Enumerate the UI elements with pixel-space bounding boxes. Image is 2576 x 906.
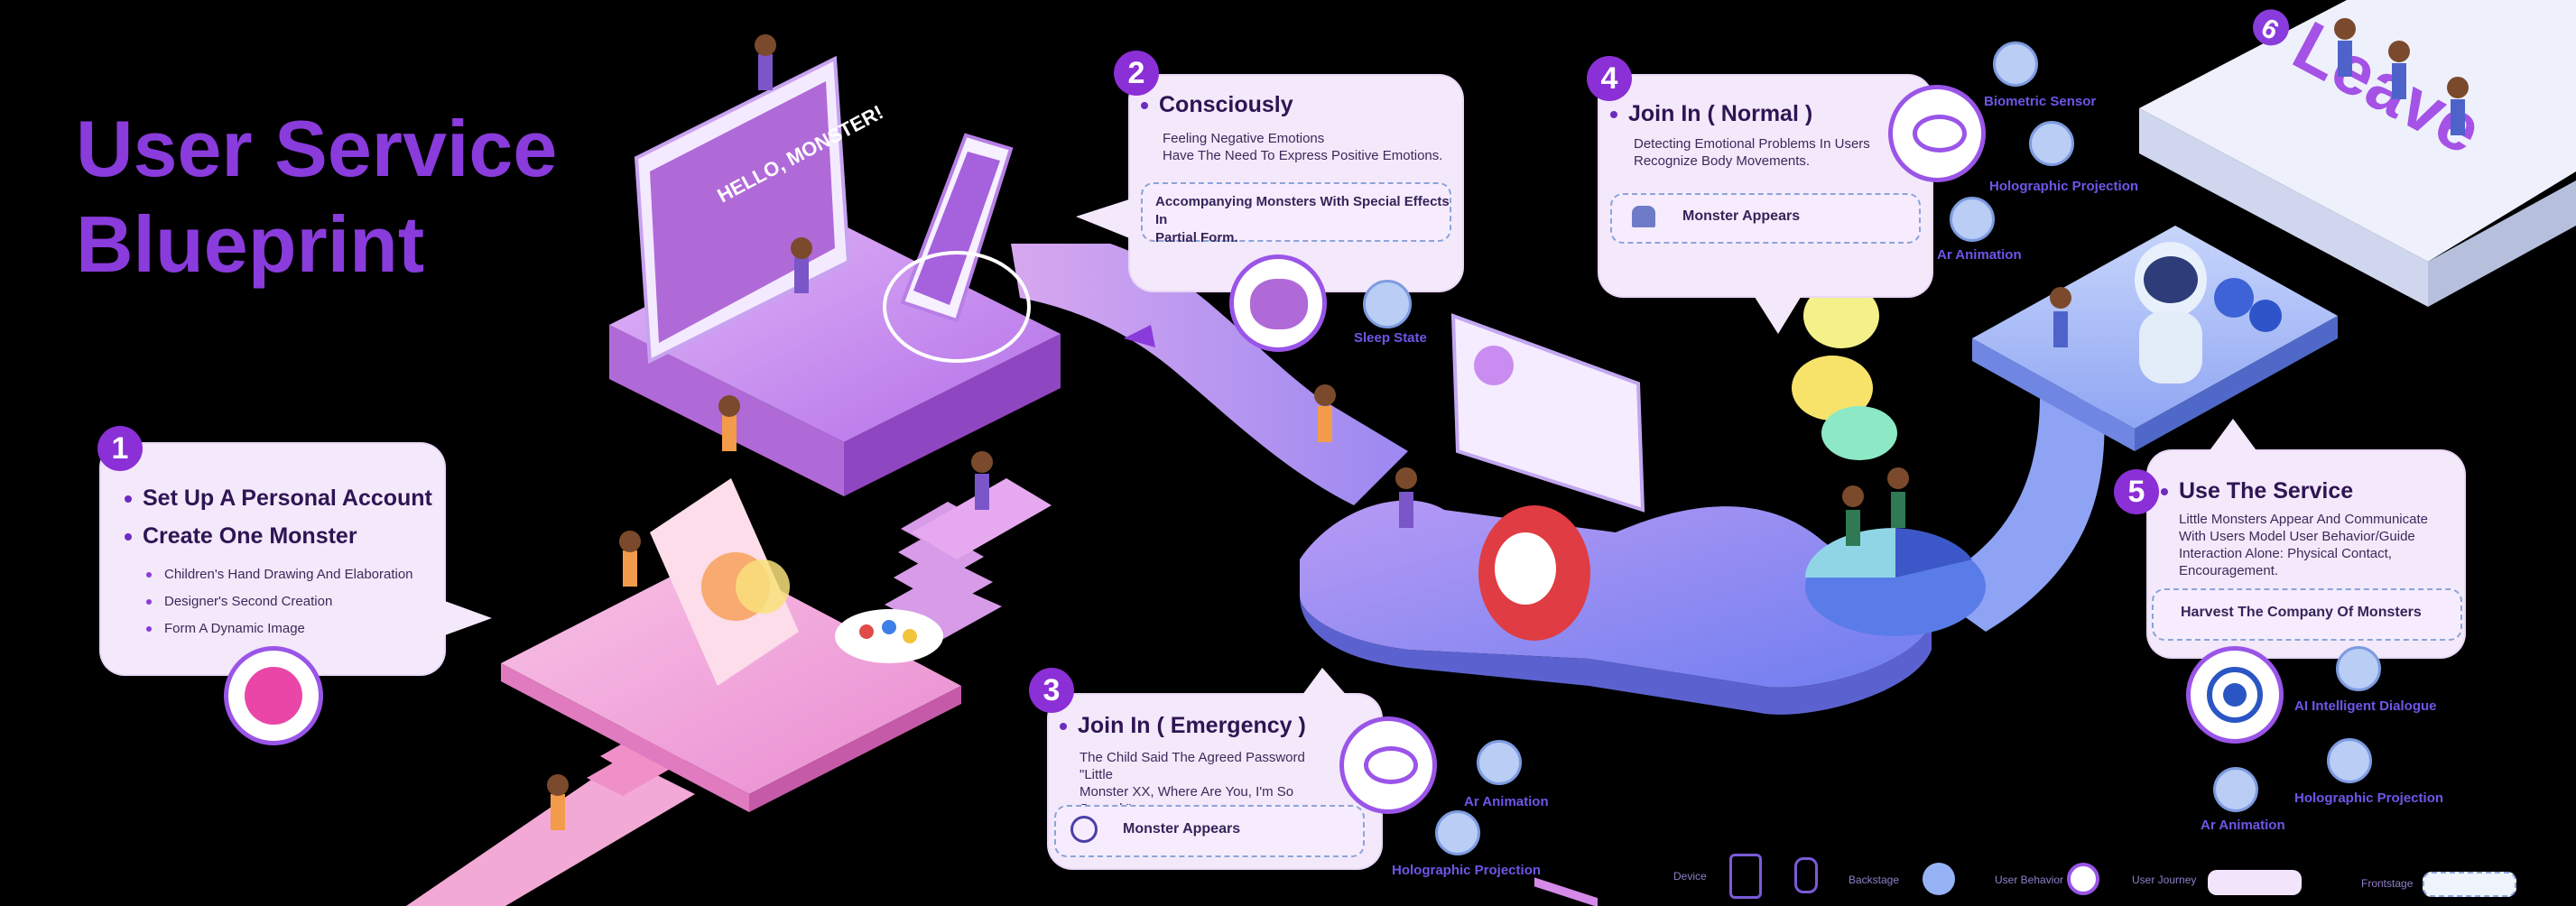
step-4-label-1: Biometric Sensor bbox=[1984, 94, 2097, 109]
step-2-pointer bbox=[1076, 199, 1132, 239]
backstage-swatch bbox=[1923, 863, 1955, 895]
step-2-box-2: Partial Form. bbox=[1155, 230, 1238, 245]
step-4-box: Monster Appears bbox=[1610, 193, 1921, 244]
people bbox=[547, 18, 2469, 830]
step-2-box-1: Accompanying Monsters With Special Effec… bbox=[1155, 194, 1450, 227]
legend-device: Device bbox=[1673, 870, 1707, 883]
palette bbox=[835, 609, 943, 663]
sleep-state-label: Sleep State bbox=[1354, 330, 1427, 346]
step-1-pointer bbox=[442, 600, 492, 636]
step-5-text-4: Encouragement. bbox=[2179, 563, 2279, 578]
journey-road-1 bbox=[1011, 244, 1408, 505]
step-1-heading-2: Create One Monster bbox=[143, 523, 357, 549]
step-5-text-2: With Users Model User Behavior/Guide bbox=[2179, 529, 2415, 544]
title-line-2: Blueprint bbox=[76, 199, 425, 289]
step-2-text-2: Have The Need To Express Positive Emotio… bbox=[1163, 148, 1443, 163]
step-5-number: 5 bbox=[2114, 469, 2159, 514]
legend-backstage: Backstage bbox=[1849, 874, 1900, 886]
blue-platform-top bbox=[1300, 500, 1932, 688]
legend-user-journey: User Journey bbox=[2132, 874, 2197, 886]
step-3-box-label: Monster Appears bbox=[1123, 821, 1241, 837]
step-4-label-3: Ar Animation bbox=[1937, 247, 2022, 263]
step-5-box: Harvest The Company Of Monsters bbox=[2152, 588, 2462, 641]
chat-bubble bbox=[1821, 406, 1897, 460]
step-5-text-3: Interaction Alone: Physical Contact, bbox=[2179, 546, 2392, 561]
step-1-item-1: Children's Hand Drawing And Elaboration bbox=[164, 567, 413, 582]
step-2-heading: Consciously bbox=[1159, 92, 1293, 117]
step-5-label-2: Holographic Projection bbox=[2294, 790, 2444, 806]
step-1-number: 1 bbox=[97, 426, 143, 471]
step-1-item-3: Form A Dynamic Image bbox=[164, 621, 305, 636]
step-3-card: Join In ( Emergency ) The Child Said The… bbox=[1049, 695, 1381, 868]
step-4-text-2: Recognize Body Movements. bbox=[1634, 153, 1811, 169]
legend-user-behavior: User Behavior bbox=[1995, 874, 2064, 886]
legend-frontstage: Frontstage bbox=[2361, 877, 2414, 890]
user-behavior-swatch bbox=[2067, 863, 2099, 895]
step-1-item-2: Designer's Second Creation bbox=[164, 594, 333, 609]
step-3-number: 3 bbox=[1029, 668, 1074, 713]
exclaim-bubble bbox=[1792, 356, 1873, 421]
step-2-card: Consciously Feeling Negative Emotions Ha… bbox=[1130, 76, 1462, 291]
step-2-box: Accompanying Monsters With Special Effec… bbox=[1141, 182, 1451, 245]
ar-animation-icon-2 bbox=[1950, 197, 1995, 242]
ar-animation-icon-3 bbox=[2213, 767, 2258, 812]
atom-icon-2 bbox=[2029, 121, 2074, 166]
brain-icon bbox=[1229, 254, 1327, 352]
step-4-text-1: Detecting Emotional Problems In Users bbox=[1634, 136, 1870, 152]
question-bubble bbox=[1803, 283, 1879, 348]
title-line-1: User Service bbox=[76, 104, 558, 193]
step-4-pointer bbox=[1753, 294, 1802, 334]
profile-card bbox=[1450, 313, 1645, 513]
watch-icon bbox=[1794, 857, 1818, 893]
target-icon bbox=[2186, 646, 2284, 744]
step-3-label-2: Holographic Projection bbox=[1392, 863, 1542, 878]
step-2-number: 2 bbox=[1114, 51, 1159, 96]
step-4-box-label: Monster Appears bbox=[1682, 208, 1801, 224]
step-5-label-3: Ar Animation bbox=[2201, 818, 2285, 833]
frontstage-swatch bbox=[2423, 872, 2516, 897]
step-2-text-1: Feeling Negative Emotions bbox=[1163, 131, 1325, 146]
check-icon bbox=[1070, 816, 1098, 843]
step-5-text-1: Little Monsters Appear And Communicate bbox=[2179, 512, 2428, 527]
atom-icon-3 bbox=[2327, 738, 2372, 783]
palette-icon bbox=[224, 646, 323, 745]
leave-platform bbox=[2139, 0, 2576, 262]
chat-icon bbox=[2336, 646, 2381, 691]
step-1-card: Set Up A Personal Account Create One Mon… bbox=[101, 444, 444, 674]
ar-animation-icon bbox=[1477, 740, 1522, 785]
alarm-icon bbox=[1632, 206, 1655, 227]
gear-icon bbox=[2214, 278, 2254, 318]
step-5-pointer bbox=[2208, 419, 2258, 453]
step-4-label-2: Holographic Projection bbox=[1989, 179, 2139, 194]
user-journey-swatch bbox=[2208, 870, 2302, 895]
step-5-card: Use The Service Little Monsters Appear A… bbox=[2148, 451, 2464, 657]
heartbeat-icon bbox=[1993, 42, 2038, 87]
step-3-heading: Join In ( Emergency ) bbox=[1078, 713, 1306, 738]
step-5-box-label: Harvest The Company Of Monsters bbox=[2181, 605, 2422, 620]
step-3-pointer bbox=[1300, 668, 1349, 698]
step-4-heading: Join In ( Normal ) bbox=[1628, 101, 1813, 126]
step-1-heading-1: Set Up A Personal Account bbox=[143, 485, 432, 511]
step-4-card: Join In ( Normal ) Detecting Emotional P… bbox=[1599, 76, 1932, 296]
sleep-state-icon bbox=[1363, 280, 1412, 328]
step-3-text-2: Monster XX, Where Are You, I'm So bbox=[1080, 784, 1294, 800]
page-title: User Service Blueprint bbox=[76, 101, 557, 292]
holo-ring-icon-2 bbox=[1888, 85, 1986, 182]
holo-ring-icon bbox=[1339, 716, 1437, 814]
step-5-label-1: AI Intelligent Dialogue bbox=[2294, 698, 2437, 714]
tablet-icon bbox=[1729, 854, 1762, 899]
atom-icon bbox=[1435, 810, 1480, 855]
step-5-heading: Use The Service bbox=[2179, 478, 2354, 504]
step-3-text-1: The Child Said The Agreed Password "Litt… bbox=[1080, 750, 1305, 782]
step-3-label-1: Ar Animation bbox=[1464, 794, 1549, 809]
step-4-number: 4 bbox=[1587, 56, 1632, 101]
step-3-box: Monster Appears bbox=[1054, 805, 1365, 857]
